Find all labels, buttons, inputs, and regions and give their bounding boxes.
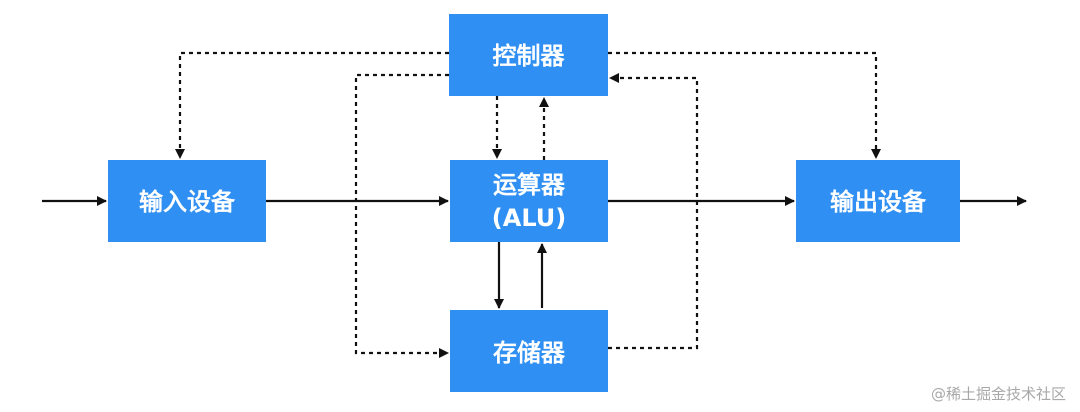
controller-to-memory-dashed-arrow [354,73,449,358]
controller-box: 控制器 [449,14,608,96]
watermark-text: @稀土掘金技术社区 [930,385,1066,403]
output-device-label: 输出设备 [830,188,927,216]
memory-label: 存储器 [493,339,566,367]
alu-box: 运算器 (ALU) [450,160,608,242]
input-device-label: 输入设备 [139,188,236,216]
alu-label-line1: 运算器 [493,171,566,199]
controller-to-input-dashed-arrow [175,51,449,159]
controller-label: 控制器 [493,42,566,70]
memory-box: 存储器 [450,310,608,392]
alu-label-line2: (ALU) [492,204,566,232]
input-device-box: 输入设备 [108,160,266,242]
output-device-box: 输出设备 [796,160,960,242]
controller-to-output-dashed-arrow [608,51,881,159]
memory-to-controller-dashed-arrow [608,73,699,350]
